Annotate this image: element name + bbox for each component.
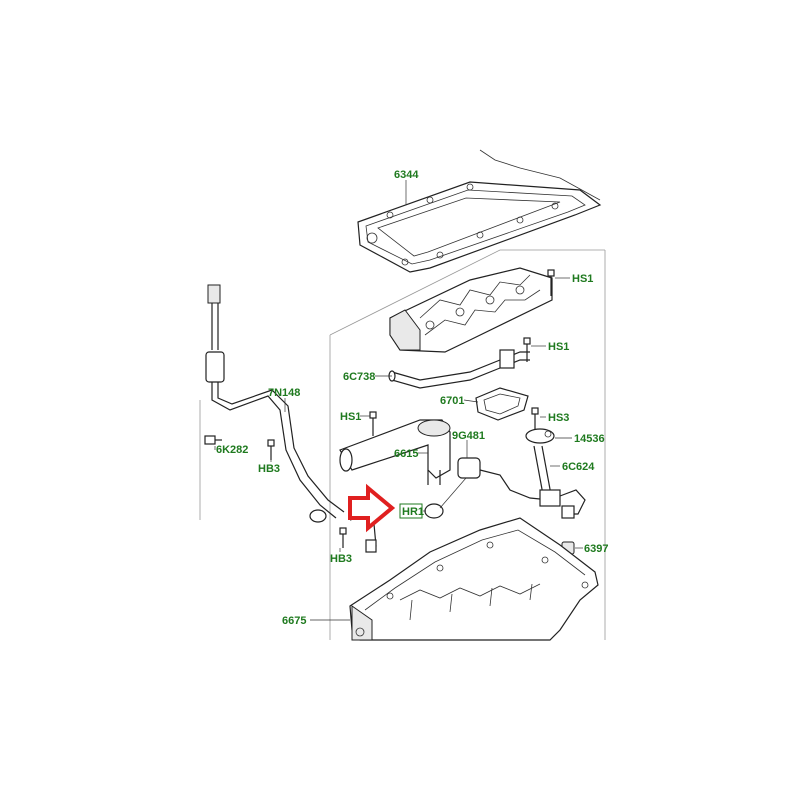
label-6615[interactable]: 6615 — [394, 448, 418, 460]
label-6k282[interactable]: 6K282 — [216, 444, 248, 456]
bolt-6k282[interactable] — [204, 435, 222, 445]
bracket[interactable] — [525, 428, 555, 444]
oil-level-sensor[interactable] — [439, 457, 551, 509]
arrow-right-icon — [348, 483, 396, 533]
oil-pickup-pipe[interactable] — [339, 419, 451, 485]
oil-tube[interactable] — [388, 349, 530, 389]
label-hr1[interactable]: HR1 — [402, 506, 424, 518]
label-6344[interactable]: 6344 — [394, 169, 419, 181]
label-6675[interactable]: 6675 — [282, 615, 306, 627]
leader-lines — [214, 180, 583, 621]
bolt-hb3-upper[interactable] — [267, 439, 275, 460]
label-6c624[interactable]: 6C624 — [562, 461, 595, 473]
label-6c738[interactable]: 6C738 — [343, 371, 375, 383]
bolt-hs1-top[interactable] — [547, 269, 555, 296]
label-hs1-left[interactable]: HS1 — [340, 411, 361, 423]
dipstick-tube[interactable] — [205, 284, 345, 523]
oil-pan[interactable] — [349, 517, 599, 641]
part-labels: 6344 HS1 HS1 6C738 6701 HS1 6615 9G481 H… — [216, 169, 608, 627]
label-hs1-mid[interactable]: HS1 — [548, 341, 569, 353]
bolt-hs1-left[interactable] — [369, 411, 377, 436]
label-hs3[interactable]: HS3 — [548, 412, 569, 424]
label-9g481[interactable]: 9G481 — [452, 430, 485, 442]
label-hb3-lower[interactable]: HB3 — [330, 553, 352, 565]
label-6701[interactable]: 6701 — [440, 395, 464, 407]
label-hb3-upper[interactable]: HB3 — [258, 463, 280, 475]
oil-pan-baffle[interactable] — [389, 267, 553, 353]
label-7n148[interactable]: 7N148 — [268, 387, 300, 399]
frame-lines — [199, 249, 606, 640]
label-14536[interactable]: 14536 — [574, 433, 605, 445]
bolt-hs3[interactable] — [531, 407, 539, 430]
label-6397[interactable]: 6397 — [584, 543, 608, 555]
label-hr1-box — [399, 503, 423, 519]
pickup-gasket[interactable] — [475, 387, 529, 421]
dipstick-assembly[interactable] — [533, 445, 586, 519]
oil-pan-gasket[interactable] — [357, 149, 602, 273]
bolt-hs1-mid[interactable] — [523, 337, 531, 362]
o-ring[interactable] — [424, 503, 444, 519]
label-hs1-top[interactable]: HS1 — [572, 273, 593, 285]
